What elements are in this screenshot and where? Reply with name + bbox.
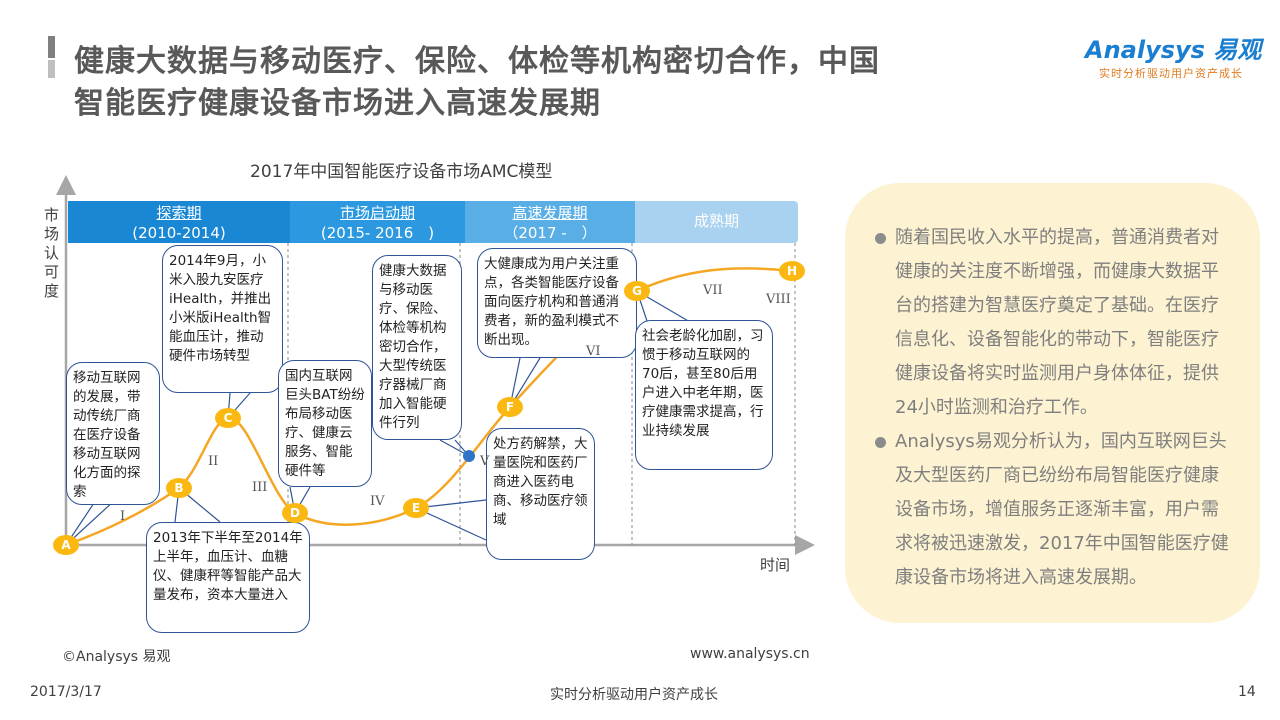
- stage-label: V: [480, 454, 490, 469]
- callout-c: 2014年9月，小米入股九安医疗iHealth，并推出小米版iHealth智能血…: [162, 245, 283, 393]
- callout-b: 2013年下半年至2014年上半年，血压计、血糖仪、健康秤等智能产品大量发布，资…: [146, 522, 310, 633]
- slide-date: 2017/3/17: [30, 684, 102, 700]
- website-link[interactable]: www.analysys.cn: [690, 646, 810, 662]
- phase-name: 成熟期: [693, 212, 739, 230]
- point-c: C: [215, 408, 241, 428]
- stage-label: VI: [586, 344, 601, 359]
- point-g: G: [624, 281, 650, 301]
- analysys-logo: Analysys 易观 实时分析驱动用户资产成长: [1085, 30, 1265, 81]
- phase-years: (2010-2014): [132, 224, 226, 242]
- phase-name: 高速发展期: [512, 204, 588, 222]
- phase-name: 市场启动期: [339, 204, 415, 222]
- point-b: B: [166, 478, 192, 498]
- logo-brand: Analysys 易观: [1085, 36, 1262, 64]
- callout-a: 移动互联网的发展，带动传统厂商在医疗设备移动互联网化方面的探索: [66, 362, 160, 505]
- phase-launch: 市场启动期 (2015- 2016 ): [290, 201, 465, 243]
- point-e: E: [403, 498, 429, 518]
- stage-label: III: [252, 480, 268, 495]
- stage-label: VII: [703, 283, 723, 298]
- bullet-dot-icon: [875, 437, 886, 448]
- analysis-panel: 随着国民收入水平的提高，普通消费者对健康的关注度不断增强，而健康大数据平台的搭建…: [845, 183, 1260, 623]
- callout-turning-point: 健康大数据与移动医疗、保险、体检等机构密切合作，大型传统医疗器械厂商加入智能硬件…: [372, 255, 462, 440]
- point-h: H: [779, 261, 805, 281]
- diagram-title: 2017年中国智能医疗设备市场AMC模型: [250, 162, 553, 182]
- phase-name: 探索期: [156, 204, 202, 222]
- bullet-dot-icon: [875, 233, 886, 244]
- phase-rapid-growth: 高速发展期 （2017 - ）: [465, 201, 635, 243]
- stage-label: VIII: [766, 292, 791, 307]
- point-f: F: [497, 397, 523, 417]
- callout-g: 社会老龄化加剧，习惯于移动互联网的70后，甚至80后用户进入中老年期，医疗健康需…: [635, 320, 773, 470]
- analysis-bullet: 随着国民收入水平的提高，普通消费者对健康的关注度不断增强，而健康大数据平台的搭建…: [875, 221, 1236, 425]
- stage-label: II: [208, 454, 219, 469]
- phase-years: (2015- 2016 ): [320, 224, 435, 242]
- title-accent-bar: [48, 60, 55, 78]
- callout-d: 国内互联网巨头BAT纷纷布局移动医疗、健康云服务、智能硬件等: [278, 360, 372, 487]
- y-axis-label: 市场认可度: [44, 206, 60, 300]
- analysis-bullet: Analysys易观分析认为，国内互联网巨头及大型医药厂商已纷纷布局智能医疗健康…: [875, 425, 1236, 595]
- copyright: ©Analysys 易观: [62, 649, 171, 665]
- bullet-text: Analysys易观分析认为，国内互联网巨头及大型医药厂商已纷纷布局智能医疗健康…: [895, 431, 1229, 588]
- turning-point-marker: [463, 450, 475, 462]
- point-d: D: [282, 503, 308, 523]
- logo-slogan: 实时分析驱动用户资产成长: [1099, 67, 1243, 80]
- phase-years: （2017 - ）: [503, 224, 597, 242]
- page-title-line2: 智能医疗健康设备市场进入高速发展期: [74, 86, 601, 121]
- title-accent-bar: [48, 36, 55, 58]
- bullet-text: 随着国民收入水平的提高，普通消费者对健康的关注度不断增强，而健康大数据平台的搭建…: [895, 227, 1219, 418]
- phase-exploration: 探索期 (2010-2014): [68, 201, 290, 243]
- page-number: 14: [1238, 684, 1256, 700]
- callout-e: 处方药解禁，大量医院和医药厂商进入医药电商、移动医疗领域: [486, 428, 595, 560]
- phase-mature: 成熟期: [635, 201, 798, 243]
- footer-slogan: 实时分析驱动用户资产成长: [550, 687, 718, 703]
- callout-f: 大健康成为用户关注重点，各类智能医疗设备面向医疗机构和普通消费者，新的盈利模式不…: [477, 248, 637, 358]
- point-a: A: [53, 535, 79, 555]
- x-axis-label: 时间: [760, 556, 791, 574]
- page-title-line1: 健康大数据与移动医疗、保险、体检等机构密切合作，中国: [74, 44, 880, 79]
- stage-label: I: [120, 509, 126, 524]
- stage-label: IV: [370, 494, 385, 509]
